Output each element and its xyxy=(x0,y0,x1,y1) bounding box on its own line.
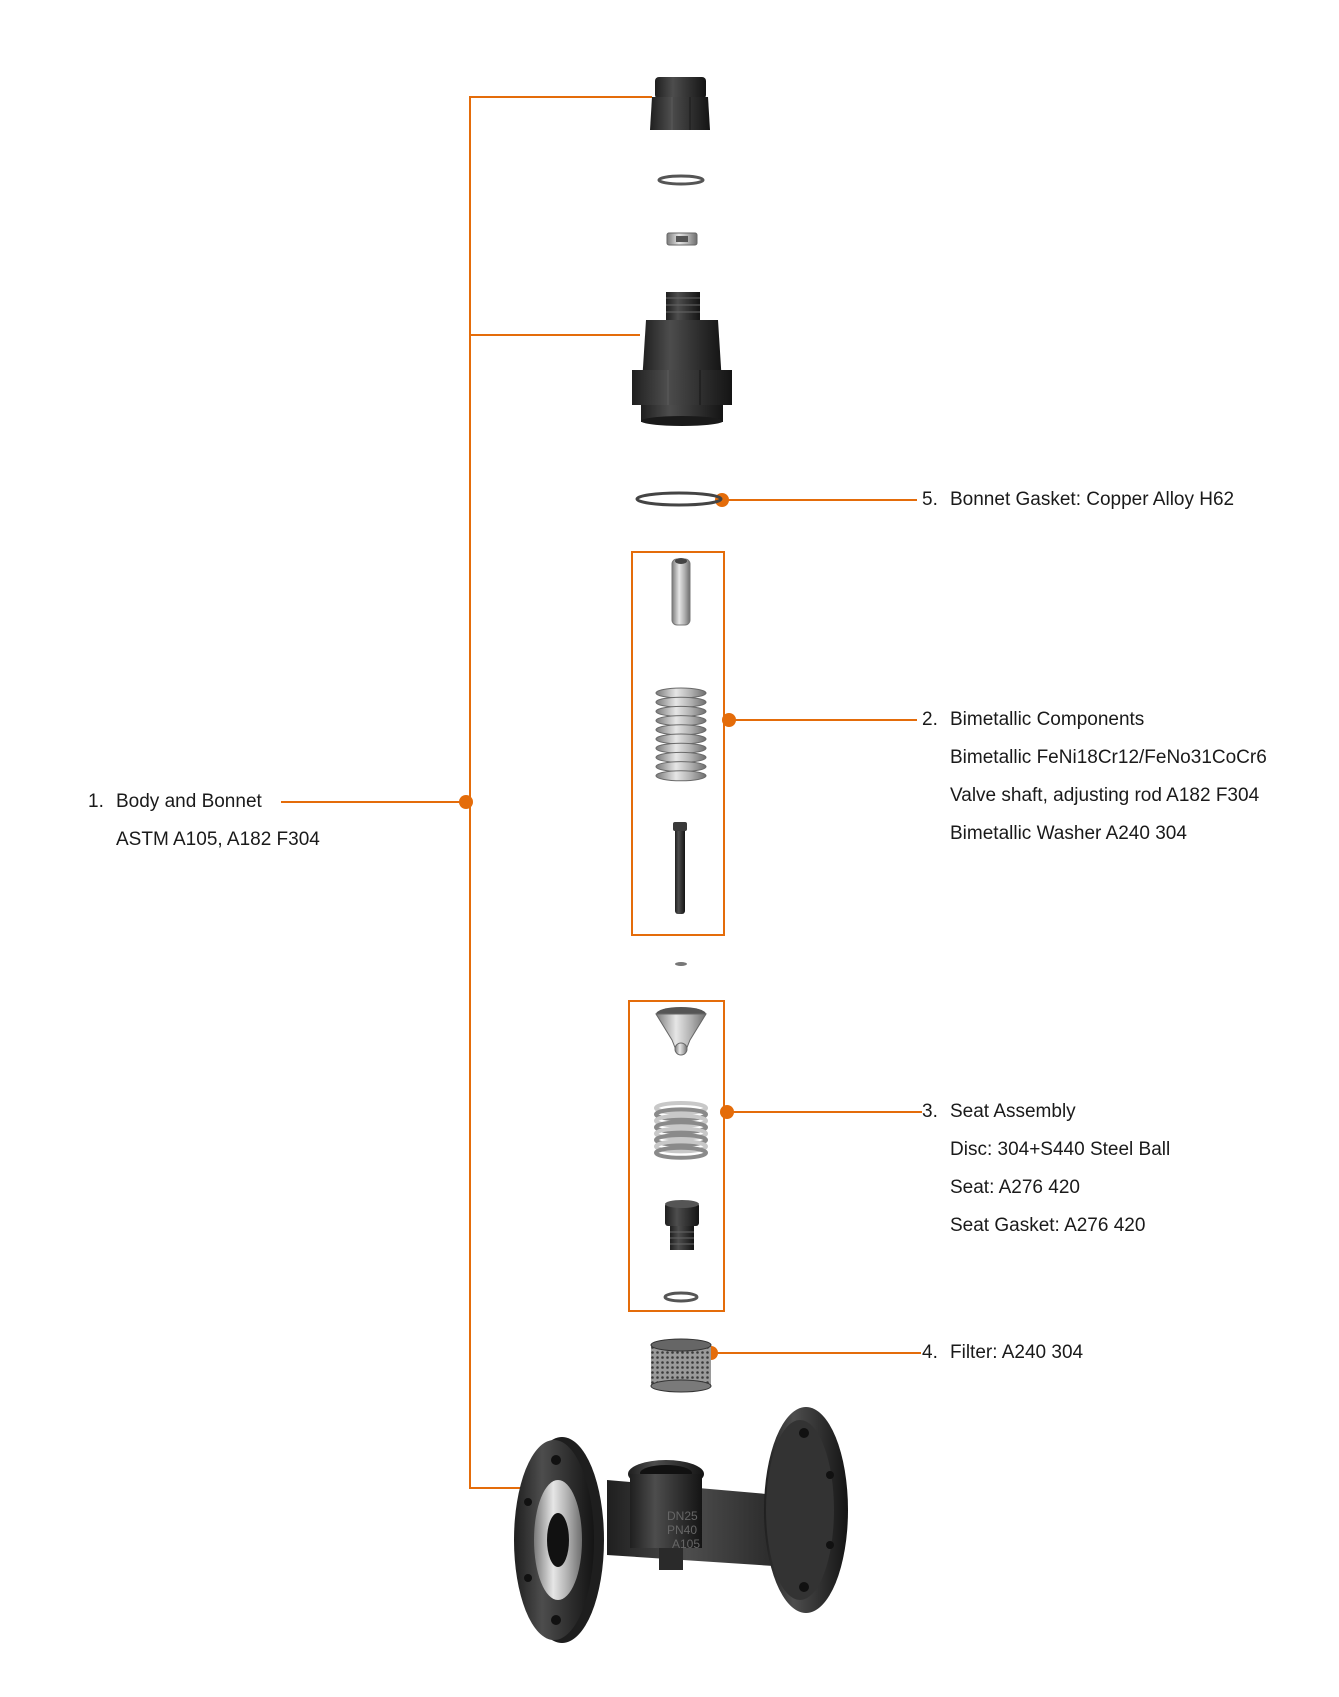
callout-number: 5. xyxy=(922,489,938,510)
bimetallic-washer xyxy=(655,705,707,717)
lock-nut xyxy=(666,232,698,246)
spring-coil xyxy=(654,1107,708,1122)
bimetallic-washer xyxy=(655,751,707,763)
spring-coil xyxy=(654,1139,708,1154)
callout-number: 3. xyxy=(922,1101,938,1122)
callout-bonnet-gasket: 5. Bonnet Gasket: Copper Alloy H62 xyxy=(922,481,1234,519)
callout-number: 2. xyxy=(922,709,938,730)
bimetallic-washer xyxy=(655,742,707,754)
bimetallic-washer xyxy=(655,770,707,782)
callout-body-bonnet-title-line: 1. Body and Bonnet xyxy=(88,783,320,821)
box-seat-assembly xyxy=(628,1000,725,1312)
small-ball xyxy=(675,962,687,966)
spring-coil xyxy=(654,1113,708,1128)
callout-detail: ASTM A105, A182 F304 xyxy=(116,829,320,850)
callout-title: Seat Assembly xyxy=(950,1101,1076,1122)
callout-body-bonnet: 1. Body and Bonnet ASTM A105, A182 F304 xyxy=(88,783,320,859)
callout-seat-assembly-title-line: 3. Seat Assembly xyxy=(922,1093,1170,1131)
bimetallic-stack xyxy=(655,687,707,782)
seat-gasket xyxy=(663,1291,699,1303)
spring-coil xyxy=(654,1145,708,1160)
svg-text:A105: A105 xyxy=(672,1537,700,1551)
svg-text:PN40: PN40 xyxy=(667,1523,697,1537)
callout-filter: 4. Filter: A240 304 xyxy=(922,1334,1083,1372)
dot-bimetallic xyxy=(722,713,736,727)
bonnet xyxy=(632,292,732,426)
callout-detail: Seat: A276 420 xyxy=(950,1177,1080,1198)
dot-body-bonnet xyxy=(459,795,473,809)
callout-number: 1. xyxy=(88,791,104,812)
callout-detail: Disc: 304+S440 Steel Ball xyxy=(950,1139,1171,1160)
bimetallic-washer xyxy=(655,687,707,699)
small-gasket xyxy=(657,174,705,186)
bimetallic-washer xyxy=(655,724,707,736)
bonnet-gasket xyxy=(635,491,723,507)
spring-coil xyxy=(654,1120,708,1135)
disc xyxy=(655,1007,707,1056)
callout-number: 4. xyxy=(922,1342,938,1363)
callout-bonnet-gasket-title-line: 5. Bonnet Gasket: Copper Alloy H62 xyxy=(922,481,1234,519)
callout-title: Bimetallic Components xyxy=(950,709,1145,730)
callout-seat-assembly: 3. Seat Assembly Disc: 304+S440 Steel Bal… xyxy=(922,1093,1170,1245)
dot-seat-assembly xyxy=(720,1105,734,1119)
bimetallic-washer xyxy=(655,761,707,773)
filter-screen xyxy=(650,1338,712,1393)
callout-title: Filter: A240 304 xyxy=(950,1342,1084,1363)
bimetallic-washer xyxy=(655,696,707,708)
spring-coil xyxy=(654,1126,708,1141)
cap-nut xyxy=(650,77,710,130)
spring-coil xyxy=(654,1101,708,1115)
bimetallic-washer xyxy=(655,733,707,745)
callout-title: Bonnet Gasket: Copper Alloy H62 xyxy=(950,489,1235,510)
svg-text:DN25: DN25 xyxy=(667,1509,698,1523)
leader-body-bracket xyxy=(469,96,652,1489)
callout-filter-title-line: 4. Filter: A240 304 xyxy=(922,1334,1083,1372)
spring-coil xyxy=(654,1133,708,1147)
box-bimetallic xyxy=(631,551,725,936)
adjusting-rod xyxy=(671,558,691,626)
valve-body: DN25 PN40 A105 xyxy=(514,1407,848,1643)
callout-detail: Bimetallic Washer A240 304 xyxy=(950,823,1187,844)
valve-shaft xyxy=(673,822,687,914)
callout-bimetallic: 2. Bimetallic Components Bimetallic FeNi1… xyxy=(922,701,1267,853)
callout-bimetallic-title-line: 2. Bimetallic Components xyxy=(922,701,1267,739)
bimetallic-washer xyxy=(655,715,707,727)
callout-title: Body and Bonnet xyxy=(116,791,262,812)
spring xyxy=(654,1101,708,1160)
callout-detail: Valve shaft, adjusting rod A182 F304 xyxy=(950,785,1260,806)
seat xyxy=(665,1200,699,1250)
callout-detail: Seat Gasket: A276 420 xyxy=(950,1215,1146,1236)
callout-detail: Bimetallic FeNi18Cr12/FeNo31CoCr6 xyxy=(950,747,1267,768)
